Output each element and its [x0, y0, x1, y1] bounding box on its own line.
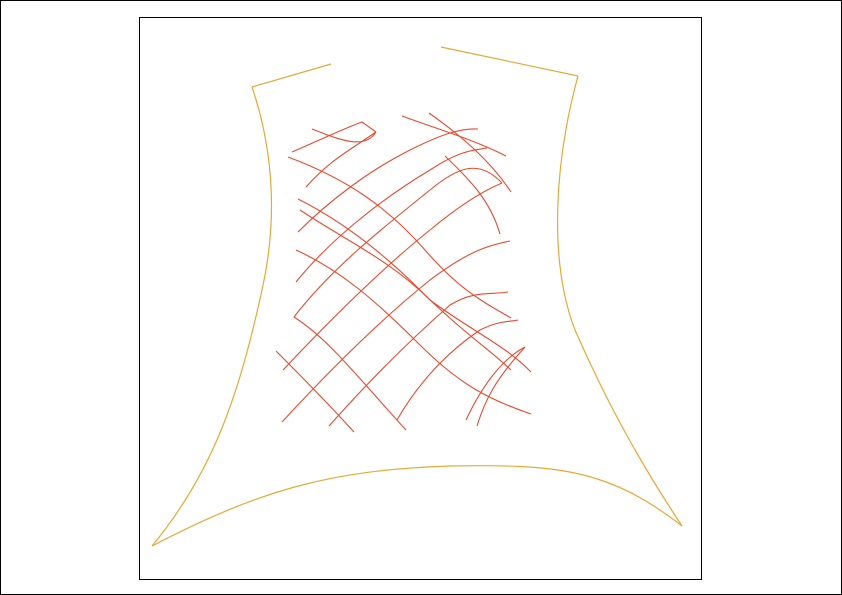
- outline-side-right: [556, 75, 683, 527]
- grid-line-b3: [295, 147, 488, 283]
- grid-line-a4: [428, 112, 512, 193]
- garment-outline: [151, 46, 683, 547]
- deformed-grid: [275, 112, 532, 433]
- grid-line-a7: [295, 249, 532, 415]
- grid-line-a8: [293, 316, 407, 431]
- grid-line-b6: [281, 240, 511, 423]
- grid-line-b1: [305, 131, 377, 188]
- grid-line-a1: [311, 128, 377, 143]
- drawing-canvas: [139, 17, 702, 580]
- grid-line-a3: [401, 115, 507, 157]
- outline-shoulder-right: [440, 46, 579, 77]
- grid-line-b4: [293, 167, 503, 318]
- grid-line-a6: [297, 198, 512, 371]
- grid-line-b2: [297, 128, 479, 233]
- grid-line-b10: [476, 346, 526, 427]
- grid-line-b7: [328, 291, 509, 427]
- outline-hem: [151, 465, 683, 547]
- grid-line-b5: [282, 182, 503, 371]
- outline-side-left: [151, 86, 273, 547]
- grid-line-b9: [465, 346, 526, 421]
- grid-line-a5: [287, 156, 512, 319]
- outline-shoulder-left: [251, 63, 332, 88]
- grid-line-a2: [291, 121, 377, 153]
- grid-line-a10: [444, 155, 501, 235]
- grid-line-b8: [396, 319, 519, 421]
- grid-line-a9: [275, 350, 355, 433]
- grid-line-a11: [299, 209, 532, 373]
